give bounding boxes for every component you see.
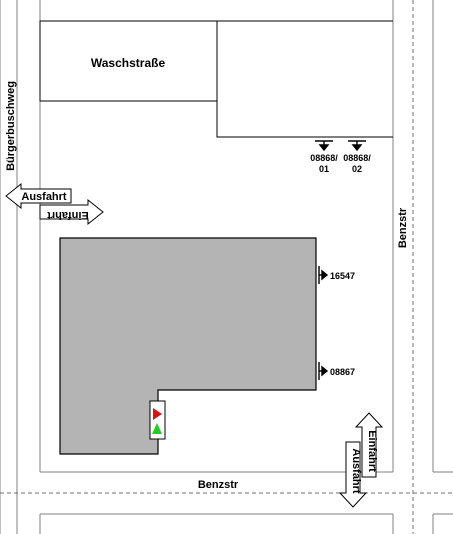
meter-arrow-icon <box>315 140 333 152</box>
southeast-access-arrows[interactable]: Ausfahrt Einfahrt <box>338 412 384 508</box>
parcel-lines <box>39 20 393 138</box>
red-triangle-icon <box>153 408 162 420</box>
entrance-marker[interactable] <box>149 400 166 440</box>
meter-arrow-icon <box>318 266 329 284</box>
green-triangle-icon <box>152 423 162 434</box>
street-label-east: Benzstr <box>397 207 409 248</box>
meter-label: 08867 <box>330 367 355 377</box>
meter-label-line2: 01 <box>319 164 329 174</box>
southeast-exit-label: Ausfahrt <box>350 448 362 494</box>
meter-arrow-icon <box>348 140 366 152</box>
exit-arrow-icon <box>338 441 368 508</box>
street-label-west: Bürgerbuschweg <box>5 81 17 171</box>
meter-arrow-icon <box>318 362 329 380</box>
exit-arrow-icon <box>5 182 72 210</box>
west-access-arrows[interactable]: Ausfahrt Einfahrt <box>5 182 104 226</box>
west-exit-label: Ausfahrt <box>21 191 67 203</box>
car-wash-label: Waschstraße <box>91 56 166 70</box>
main-building[interactable] <box>59 237 317 455</box>
entry-arrow-icon <box>354 412 384 478</box>
west-entry-label: Einfahrt <box>47 209 89 221</box>
meter-marker-16547[interactable]: 16547 <box>318 266 355 284</box>
meter-marker-08867[interactable]: 08867 <box>318 362 355 380</box>
meter-label-line1: 08868/ <box>343 153 371 163</box>
entry-arrow-icon <box>39 198 104 226</box>
southeast-entry-label: Einfahrt <box>366 430 378 472</box>
meter-label-line1: 08868/ <box>310 153 338 163</box>
meter-marker-08868-01[interactable]: 08868/ 01 <box>310 140 338 174</box>
street-label-south: Benzstr <box>198 479 239 491</box>
meter-label: 16547 <box>330 271 355 281</box>
meter-label-line2: 02 <box>352 164 362 174</box>
meter-marker-08868-02[interactable]: 08868/ 02 <box>343 140 371 174</box>
